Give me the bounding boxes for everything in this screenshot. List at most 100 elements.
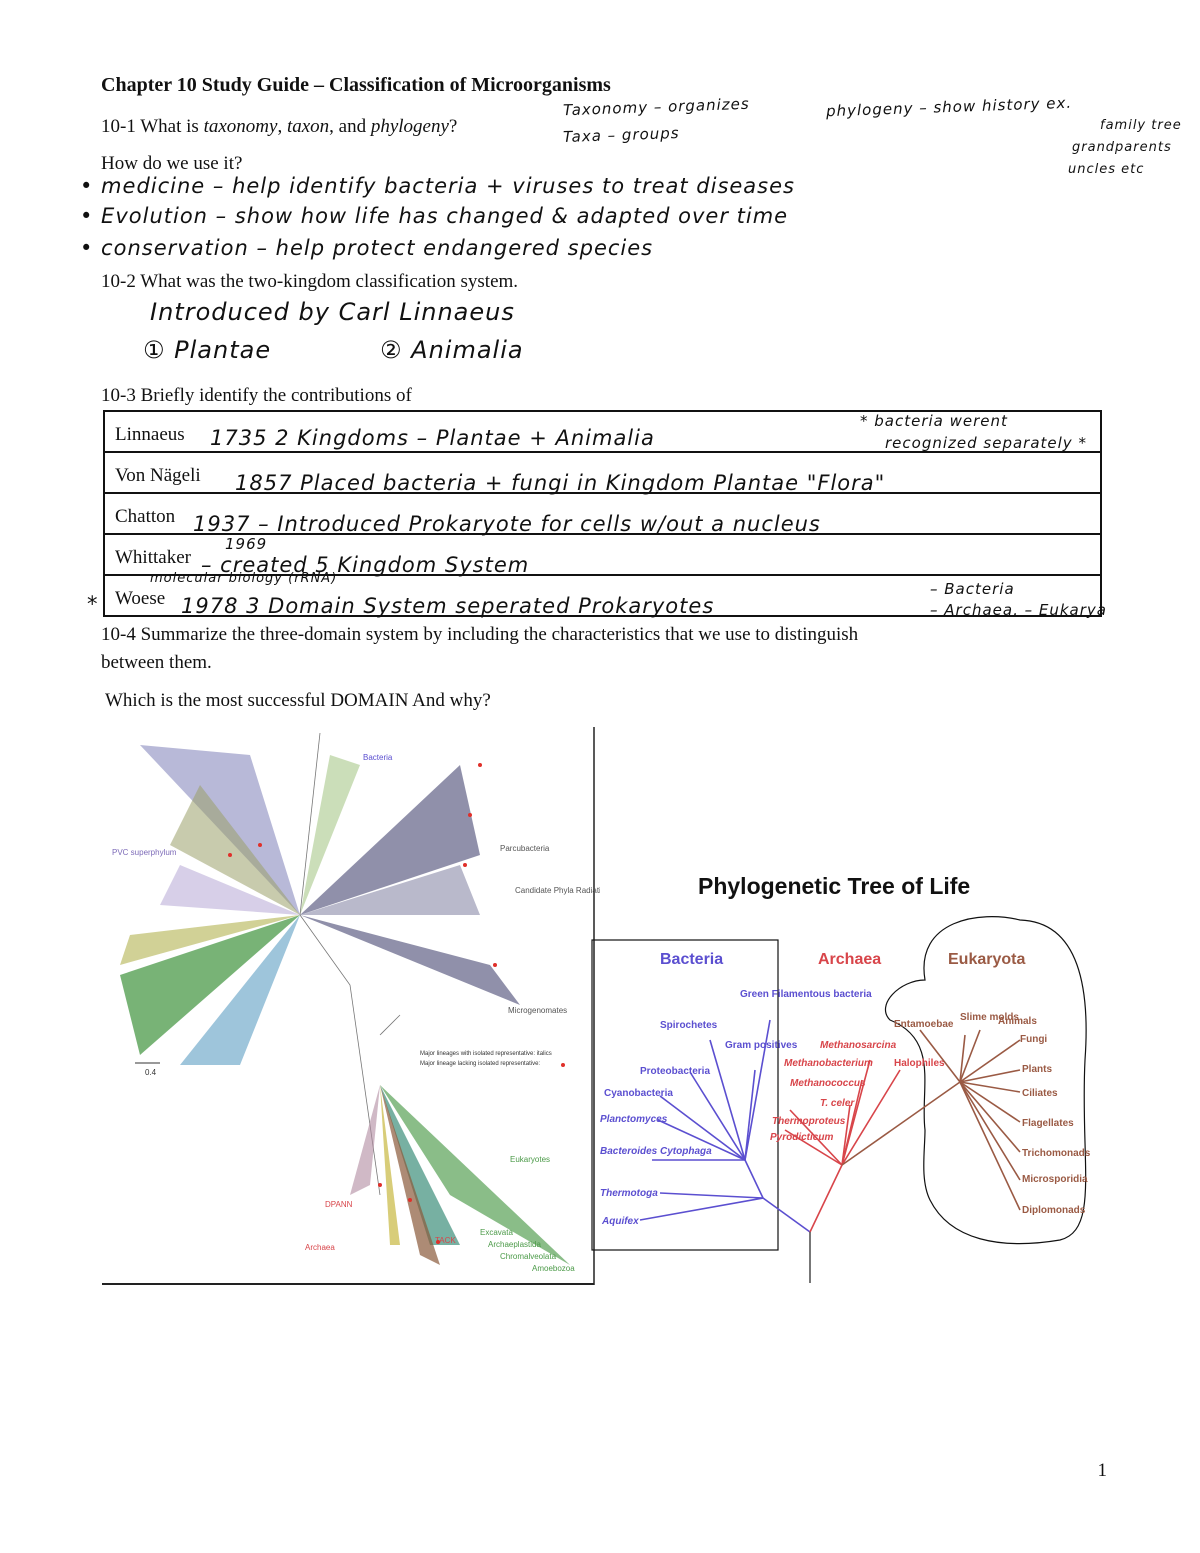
leaf-aquifex: Aquifex [601,1216,639,1227]
q1-term-taxonomy: taxonomy [203,116,278,137]
page-number: 1 [1097,1460,1108,1481]
leaf-diplomonads: Diplomonads [1022,1205,1086,1216]
leaf-fungi: Fungi [1020,1034,1047,1045]
bacteria-branches [639,1019,811,1233]
eukaryote-archaea-fans [350,1085,570,1265]
label-tack: TACK [435,1236,456,1245]
question-10-3: 10-3 Briefly identify the contributions … [101,385,412,406]
leaf-thermotoga: Thermotoga [600,1188,658,1199]
leaf-methanococcus: Methanococcus [790,1078,866,1089]
label-excavata: Excavata [480,1228,513,1237]
question-10-4-line3: Which is the most successful DOMAIN And … [105,690,491,711]
leaf-entamoebae: Entamoebae [894,1019,954,1030]
table-row-chatton: Chatton 1937 – Introduced Prokaryote for… [103,492,1102,536]
table-row-linnaeus: Linnaeus 1735 2 Kingdoms – Plantae + Ani… [103,410,1102,451]
woese-note: molecular biology (rRNA) [150,571,338,586]
note-taxonomy: Taxonomy – organizes [562,94,750,120]
use-conservation: • conservation – help protect endangered… [80,236,654,260]
label-pvc: PVC superphylum [112,848,177,857]
note-family-tree: family tree [1100,118,1182,133]
table-row-von-nageli: Von Nägeli 1857 Placed bacteria + fungi … [103,451,1102,495]
q1-term-phylogeny: phylogeny [370,116,449,137]
note-uncles: uncles etc [1068,162,1145,177]
leaf-cyanobacteria: Cyanobacteria [604,1088,673,1099]
domain-eukaryota-label: Eukaryota [948,951,1025,968]
bacteria-fans [120,745,520,1065]
use-medicine: • medicine – help identify bacteria + vi… [80,174,795,198]
question-10-2: 10-2 What was the two-kingdom classifica… [101,271,519,292]
radial-tree-figure: Bacteria Eukaryotes Archaea PVC superphy… [102,727,600,1285]
leaf-halophiles: Halophiles [894,1058,945,1069]
leaf-bacteroides: Bacteroides Cytophaga [600,1146,712,1157]
leaf-plants: Plants [1022,1064,1052,1075]
label-archaeplastida: Archaeplastida [488,1240,541,1249]
question-10-1: 10-1 What is taxonomy, taxon, and phylog… [101,116,457,138]
table-row-woese: Woese 1978 3 Domain System seperated Pro… [103,574,1102,618]
leaf-t-celer: T. celer [820,1098,855,1109]
legend-line2: Major lineage lacking isolated represent… [420,1061,540,1067]
woese-domain-archaea-eukarya: – Archaea, – Eukarya [930,601,1107,619]
q1-term-taxon: taxon [286,116,330,137]
linnaeus-note1: * bacteria werent [860,412,1008,430]
linnaeus-note2: recognized separately * [885,434,1087,452]
leaf-gram-positives: Gram positives [725,1040,798,1051]
woese-domain-bacteria: – Bacteria [930,580,1015,598]
tree-title: Phylogenetic Tree of Life [698,873,970,899]
row-answer: 1937 – Introduced Prokaryote for cells w… [193,512,821,536]
domain-bacteria-label: Bacteria [660,951,723,968]
question-10-4-line1: 10-4 Summarize the three-domain system b… [101,624,859,645]
question-10-1-followup: How do we use it? [101,153,243,174]
row-name: Linnaeus [115,424,185,445]
label-eukaryotes: Eukaryotes [510,1155,550,1164]
leaf-pyrodicticum: Pyrodicticum [770,1132,833,1143]
question-10-4-line2: between them. [101,652,212,673]
row-answer: – created 5 Kingdom System [201,553,530,577]
leaf-thermoproteus: Thermoproteus [772,1116,846,1127]
domain-archaea-label: Archaea [818,951,881,968]
row-answer: 1978 3 Domain System seperated Prokaryot… [181,594,715,618]
q1-sep2: , and [329,116,371,137]
row-name: Woese [115,588,166,609]
label-microgenomates: Microgenomates [508,1006,567,1015]
label-scale: 0.4 [145,1068,157,1077]
q1-suffix: ? [448,116,458,137]
q1-prefix: 10-1 What is [101,116,204,137]
q1-sep1: , [277,116,287,137]
label-cpr: Candidate Phyla Radiation [515,886,600,895]
label-amoebozoa: Amoebozoa [532,1264,575,1273]
row-answer: 1735 2 Kingdoms – Plantae + Animalia [210,426,655,450]
leaf-animals: Animals [998,1016,1037,1027]
row-name: Whittaker [115,547,191,568]
use-evolution: • Evolution – show how life has changed … [80,204,789,228]
bacteria-box [591,939,779,1251]
row-answer: 1857 Placed bacteria + fungi in Kingdom … [235,471,886,495]
q2-answer-linnaeus: Introduced by Carl Linnaeus [150,298,515,326]
label-bacteria: Bacteria [363,753,393,762]
label-parcubacteria: Parcubacteria [500,844,550,853]
label-dpann: DPANN [325,1200,353,1209]
q2-answer-animalia: ② Animalia [380,336,524,364]
leaf-trichomonads: Trichomonads [1022,1148,1091,1159]
leaf-methanosarcina: Methanosarcina [820,1040,897,1051]
note-grandparents: grandparents [1072,140,1172,155]
leaf-proteobacteria: Proteobacteria [640,1066,710,1077]
eukaryota-branches [841,1029,1021,1211]
table-row-whittaker: Whittaker – created 5 Kingdom System [103,533,1102,577]
phylogenetic-tree-figure: Phylogenetic Tree of Life Bacteria Archa… [591,873,1091,1283]
leaf-flagellates: Flagellates [1022,1118,1074,1129]
row-name: Von Nägeli [115,465,201,486]
leaf-slime-molds: Slime molds [960,1012,1019,1023]
leaf-planctomyces: Planctomyces [600,1114,668,1125]
label-chromalveolata: Chromalveolata [500,1252,557,1261]
leaf-spirochetes: Spirochetes [660,1020,718,1031]
leaf-methanobacterium: Methanobacterium [784,1058,873,1069]
archaea-branches [784,1059,901,1233]
q2-answer-plantae: ① Plantae [143,336,272,364]
label-archaea: Archaea [305,1243,335,1252]
eukaryota-outline [884,916,1087,1245]
leaf-microsporidia: Microsporidia [1022,1174,1088,1185]
note-phylogeny: phylogeny – show history ex. [825,93,1073,121]
leaf-ciliates: Ciliates [1022,1088,1058,1099]
whittaker-year: 1969 [225,535,268,553]
row-name: Chatton [115,506,176,527]
